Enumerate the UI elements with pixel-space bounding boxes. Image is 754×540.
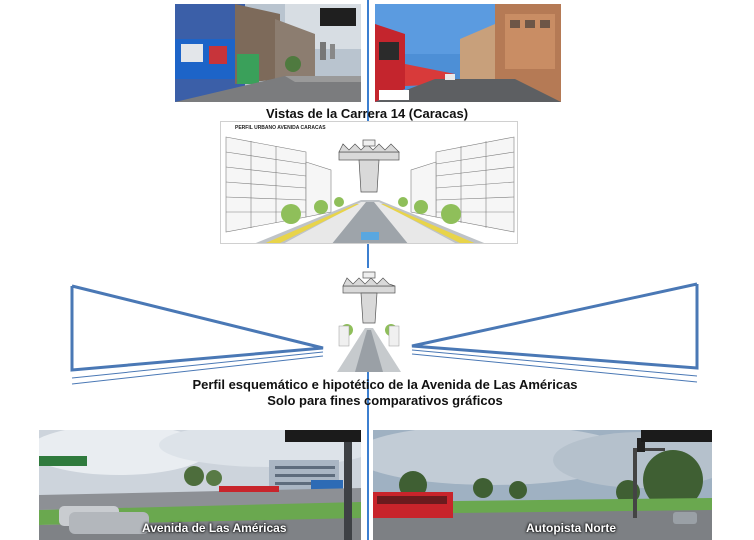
photo-autopista-norte: Autopista Norte	[373, 430, 712, 540]
urban-profile-drawing: PERFIL URBANO AVENIDA CARACAS	[220, 121, 518, 244]
profile-title: PERFIL URBANO AVENIDA CARACAS	[235, 125, 326, 131]
photo-caracas-right	[375, 4, 561, 102]
middle-caption-line1: Perfil esquemático e hipotético de la Av…	[192, 377, 578, 392]
schematic-center-station	[335, 268, 403, 372]
photo-avenida-americas: Avenida de Las Américas	[39, 430, 361, 540]
top-caption: Vistas de la Carrera 14 (Caracas)	[265, 106, 469, 121]
middle-caption-line2: Solo para fines comparativos gráficos	[267, 393, 503, 408]
label-avenida-americas: Avenida de Las Américas	[142, 521, 287, 535]
label-autopista-norte: Autopista Norte	[526, 521, 616, 535]
schematic-perspective-lines	[70, 282, 699, 385]
photo-caracas-left	[175, 4, 361, 102]
